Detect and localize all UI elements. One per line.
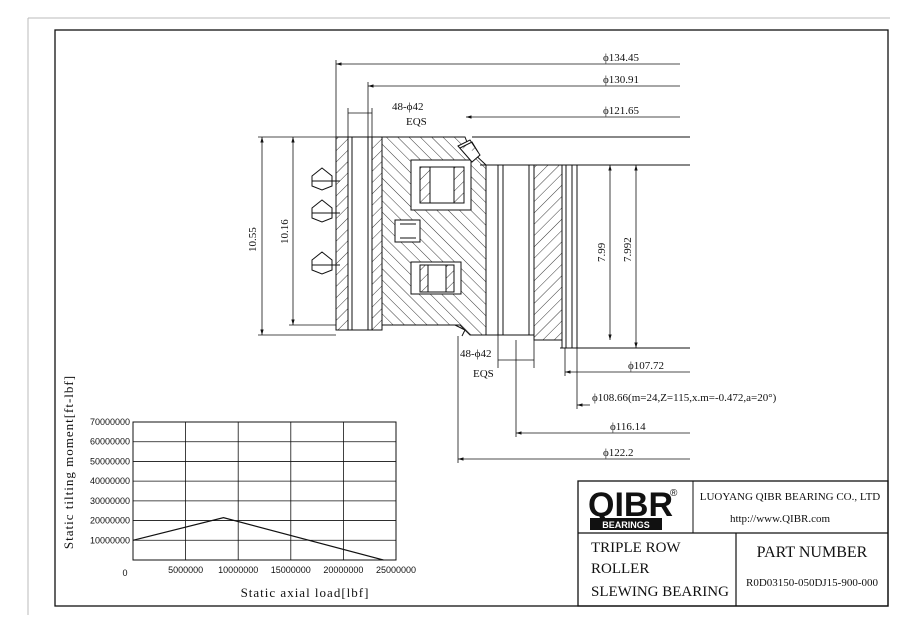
- chart-y-tick-label: 40000000: [90, 476, 130, 486]
- dim-label-d7: ϕ122.2: [603, 447, 634, 459]
- desc-line-2: ROLLER: [591, 561, 649, 577]
- dim-label-h4: 7.992: [622, 237, 634, 262]
- dim-label-holes-top: 48-ϕ42: [392, 101, 423, 113]
- title-block: QIBR ® BEARINGS LUOYANG QIBR BEARING CO.…: [577, 480, 889, 607]
- chart-y-tick-label: 70000000: [90, 417, 130, 427]
- dim-label-d6: ϕ116.14: [610, 421, 646, 433]
- dim-label-holes-bottom: 48-ϕ42: [460, 348, 491, 360]
- dim-label-holes-top-eqs: EQS: [406, 116, 427, 128]
- logo-bar: [590, 518, 662, 530]
- radial-roller-cavity: [394, 219, 421, 243]
- chart-x-tick-label: 5000000: [168, 565, 203, 575]
- dim-label-d4: ϕ107.72: [628, 360, 664, 372]
- dim-label-h2: 10.16: [279, 219, 291, 244]
- desc-line-1: TRIPLE ROW: [591, 540, 681, 556]
- dim-label-d2: ϕ130.91: [603, 74, 639, 86]
- dim-label-h3: 7.99: [596, 242, 608, 262]
- chart-y-ticks: 10000000 20000000 30000000 40000000 50000000…: [90, 417, 130, 545]
- chart-x-tick-label: 25000000: [376, 565, 416, 575]
- bolt-hole-inner: [497, 164, 535, 336]
- chart-frame: [132, 421, 397, 561]
- chart-x-ticks: 0 5000000 10000000 15000000 20000000 25000000: [122, 565, 416, 578]
- company-name: LUOYANG QIBR BEARING CO., LTD: [700, 491, 881, 503]
- bolts: [311, 167, 340, 275]
- chart-series-line: [132, 516, 384, 561]
- chart-grid: [133, 421, 397, 560]
- chart-x-tick-label: 15000000: [271, 565, 311, 575]
- part-number-value: R0D03150-050DJ15-900-000: [746, 577, 878, 589]
- chart-x-tick-label: 10000000: [218, 565, 258, 575]
- desc-line-3: SLEWING BEARING: [591, 584, 729, 600]
- chart-y-tick-label: 30000000: [90, 496, 130, 506]
- dim-label-holes-bottom-eqs: EQS: [473, 368, 494, 380]
- seal-top: [457, 139, 481, 163]
- chart-xlabel: Static axial load[lbf]: [241, 585, 370, 600]
- bearing-cross-section: [311, 136, 690, 349]
- chart-y-tick-label: 20000000: [90, 516, 130, 526]
- load-chart: 1000000020000000300000004000000050000000…: [61, 375, 416, 600]
- inner-ring: [533, 164, 563, 341]
- sheet-border: [54, 29, 889, 607]
- dimension-labels: ϕ134.45 ϕ130.91 ϕ121.65 48-ϕ42 EQS 10.55…: [247, 52, 777, 459]
- chart-ylabel: Static tilting moment[ft-lbf]: [61, 375, 76, 549]
- dimension-lines: [258, 60, 690, 463]
- dim-label-d3: ϕ121.65: [603, 105, 640, 117]
- chart-x-tick-label: 0: [122, 568, 127, 578]
- dim-label-d5: ϕ108.66(m=24,Z=115,x.m=-0.472,a=20°): [592, 392, 777, 404]
- dim-label-d1: ϕ134.45: [603, 52, 640, 64]
- dim-label-h1: 10.55: [247, 227, 259, 252]
- inner-ring-gap: [485, 164, 499, 336]
- chart-y-tick-label: 10000000: [90, 535, 130, 545]
- chart-x-tick-label: 20000000: [323, 565, 363, 575]
- part-number-label: PART NUMBER: [757, 544, 868, 561]
- seal-bottom: [454, 324, 466, 337]
- company-website[interactable]: http://www.QIBR.com: [730, 513, 831, 525]
- logo-subtitle: BEARINGS: [602, 520, 650, 530]
- registered-mark: ®: [670, 488, 678, 499]
- qibr-logo: QIBR: [588, 486, 673, 524]
- chart-y-tick-label: 60000000: [90, 437, 130, 447]
- chart-y-tick-label: 50000000: [90, 456, 130, 466]
